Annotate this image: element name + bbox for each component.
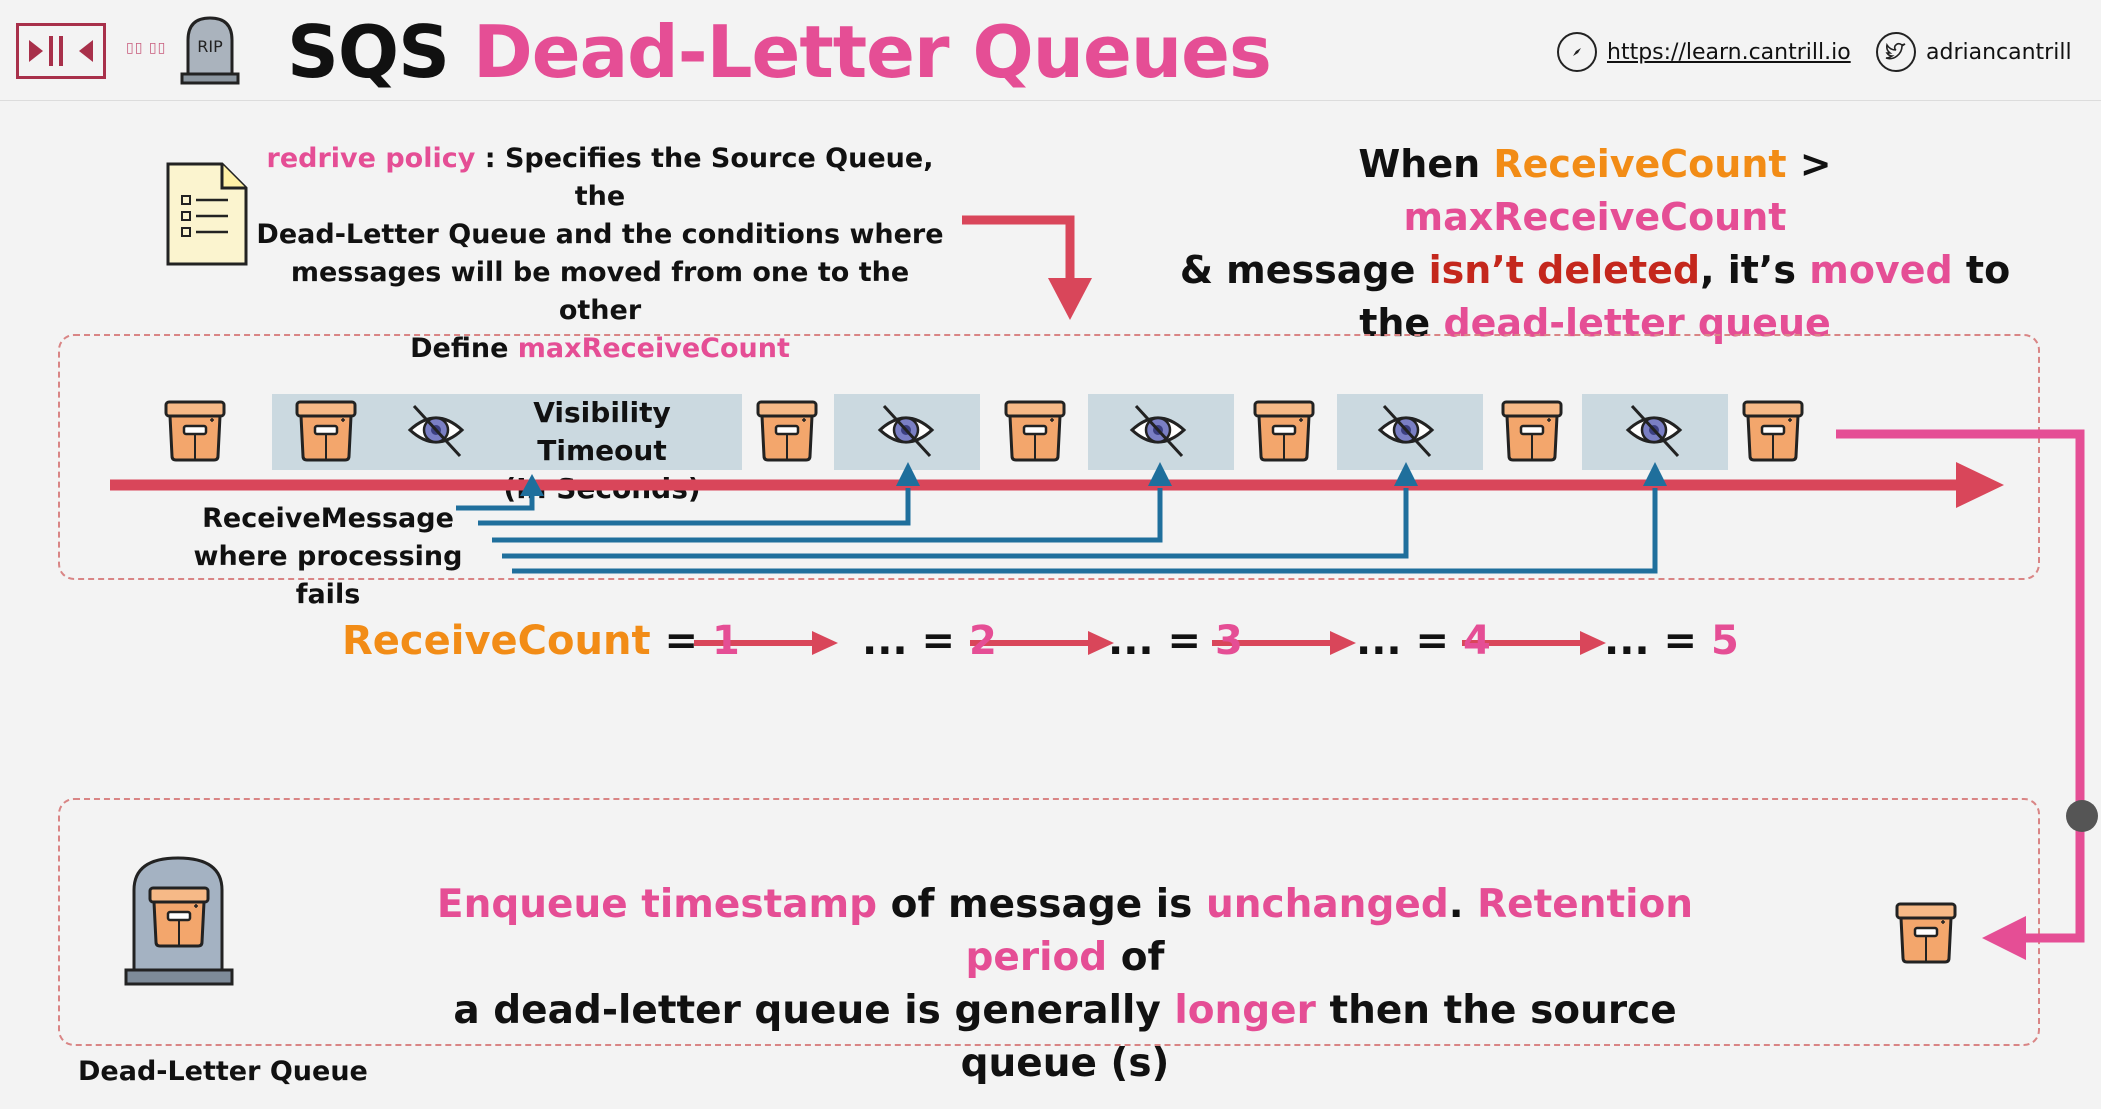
page-title: SQS Dead-Letter Queues (287, 8, 1272, 96)
count-ellipsis: ... = (1356, 618, 1463, 664)
move-condition-text: When ReceiveCount > maxReceiveCount & me… (1170, 138, 2020, 350)
count-value-3: 3 (1214, 618, 1243, 664)
receive-count-5: ... = 5 (1604, 618, 1739, 664)
receive-line2: where processing fails (193, 541, 463, 610)
site-link-group[interactable]: https://learn.cantrill.io (1557, 32, 1851, 72)
header-bar (0, 0, 2101, 101)
redrive-arrow (962, 215, 1092, 320)
dlq-line2-b: then the source queue (s) (960, 988, 1677, 1086)
to-dlq-arrow (1836, 429, 2085, 960)
receive-message-label: ReceiveMessage where processing fails (160, 500, 496, 614)
count-label: ReceiveCount (342, 618, 651, 664)
cond-its: , it’s (1700, 248, 1810, 292)
twitter-group[interactable]: adriancantrill (1876, 32, 2072, 72)
logo-tagline: ▯▯ ▯▯ (126, 40, 167, 56)
message-box-icon (1253, 400, 1315, 462)
redrive-line3: messages will be moved from one to the o… (290, 257, 910, 326)
cond-the: the (1359, 301, 1444, 345)
twitter-icon (1876, 32, 1916, 72)
compass-icon (1557, 32, 1597, 72)
rip-text: RIP (197, 37, 223, 56)
count-ellipsis: ... = (862, 618, 969, 664)
dlq-message-box-icon (148, 886, 210, 948)
receive-count-4: ... = 4 (1356, 618, 1491, 664)
cond-to: to (1952, 248, 2011, 292)
dlq-of: of (1107, 935, 1165, 980)
redrive-line2: Dead-Letter Queue and the conditions whe… (256, 219, 944, 250)
dead-letter-queue-box (58, 798, 2040, 1046)
cond-receive-count: ReceiveCount (1493, 142, 1787, 186)
cond-amp: & message (1179, 248, 1429, 292)
count-value-2: 2 (968, 618, 997, 664)
redrive-sep: : (475, 143, 505, 174)
dlq-enqueue: Enqueue timestamp (436, 882, 878, 927)
tombstone-icon: RIP (180, 14, 240, 90)
source-queue-box (58, 334, 2040, 580)
cond-isnt-deleted: isn’t deleted (1428, 248, 1701, 292)
hidden-eye-icon (878, 404, 934, 458)
count-ellipsis: ... = (1108, 618, 1215, 664)
moved-message-box-icon (1895, 902, 1957, 964)
cond-dlq: dead-letter queue (1443, 301, 1831, 345)
dlq-dot: . (1448, 882, 1478, 927)
site-url-link[interactable]: https://learn.cantrill.io (1607, 39, 1851, 65)
count-value-1: 1 (711, 618, 740, 664)
document-icon (164, 160, 250, 272)
cond-max-receive-count: maxReceiveCount (1403, 195, 1787, 239)
message-box-icon (1004, 400, 1066, 462)
cond-when: When (1358, 142, 1494, 186)
redrive-max-receive-count: maxReceiveCount (517, 333, 790, 364)
receive-count-3: ... = 3 (1108, 618, 1243, 664)
count-eq: = (650, 618, 712, 664)
count-value-4: 4 (1462, 618, 1491, 664)
dlq-description: Enqueue timestamp of message is unchange… (400, 878, 1730, 1090)
twitter-handle[interactable]: adriancantrill (1926, 39, 2072, 65)
hidden-eye-icon (408, 404, 464, 458)
logo-icon (16, 23, 106, 79)
message-box-icon (756, 400, 818, 462)
message-box-icon (1742, 400, 1804, 462)
dlq-line2-a: a dead-letter queue is generally (453, 988, 1175, 1033)
side-control-icon[interactable] (2066, 800, 2098, 832)
count-ellipsis: ... = (1604, 618, 1711, 664)
cond-moved: moved (1809, 248, 1953, 292)
cond-gt: > (1786, 142, 1832, 186)
redrive-policy-note: redrive policy : Specifies the Source Qu… (250, 140, 950, 368)
dlq-longer: longer (1174, 988, 1316, 1033)
hidden-eye-icon (1378, 404, 1434, 458)
redrive-term: redrive policy (266, 143, 476, 174)
receive-line1: ReceiveMessage (202, 503, 454, 534)
count-arrows (694, 631, 1606, 655)
redrive-line1: Specifies the Source Queue, the (504, 143, 934, 212)
message-box-icon (1501, 400, 1563, 462)
redrive-define: Define (410, 333, 518, 364)
hidden-eye-icon (1626, 404, 1682, 458)
dlq-unchanged: unchanged (1205, 882, 1449, 927)
title-dead-letter-queues: Dead-Letter Queues (473, 10, 1272, 94)
count-value-5: 5 (1710, 618, 1739, 664)
receive-count-2: ... = 2 (862, 618, 997, 664)
message-box-icon (295, 400, 357, 462)
receive-count-1: ReceiveCount = 1 (342, 618, 740, 664)
message-box-icon (164, 400, 226, 462)
hidden-eye-icon (1130, 404, 1186, 458)
dead-letter-queue-label: Dead-Letter Queue (78, 1056, 368, 1087)
receive-arrowheads (520, 462, 1667, 496)
dlq-of-message-is: of message is (877, 882, 1206, 927)
title-sqs: SQS (287, 10, 450, 94)
visibility-line1: Visibility Timeout (533, 396, 671, 467)
receive-message-lines (456, 488, 1658, 574)
dlq-retention: Retention period (965, 882, 1694, 980)
